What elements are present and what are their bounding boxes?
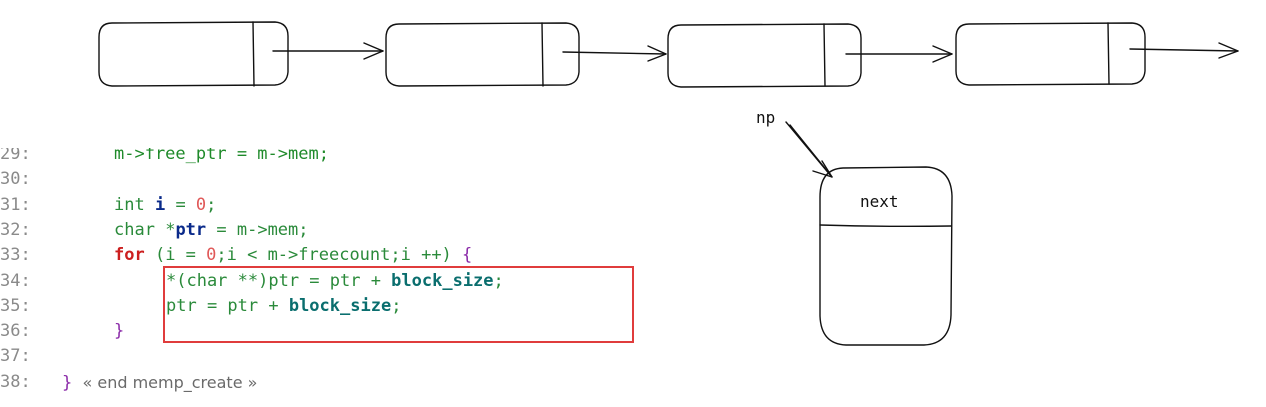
line-source: ptr = ptr + block_size;: [166, 294, 401, 319]
line-number: 29:: [0, 148, 31, 164]
line-source: m->free_ptr = m->mem;: [114, 148, 329, 167]
list-node-1: [98, 21, 289, 87]
code-token: ptr: [175, 219, 207, 240]
code-token: {: [462, 245, 473, 266]
line-source: int i = 0;: [114, 193, 216, 218]
code-token: block_size: [288, 295, 392, 316]
np-label: np: [756, 108, 775, 127]
code-token: 0: [206, 245, 217, 266]
code-listing: 29: m->free_ptr = m->mem; 30: 31: int i = 0;…: [0, 148, 660, 407]
code-token: *: [165, 219, 176, 240]
code-token: }: [114, 321, 125, 342]
next-field-label: next: [860, 192, 899, 211]
code-token: 0: [195, 194, 207, 215]
code-token: }: [62, 372, 83, 393]
list-node-2: [385, 22, 580, 87]
np-pointer-arrow: [785, 121, 833, 178]
free-block: [819, 166, 953, 346]
code-token: block_size: [391, 270, 494, 291]
arrow-4-to-next: [1129, 42, 1239, 59]
code-token: ;: [206, 194, 217, 215]
line-number: 31:: [0, 194, 31, 215]
arrow-3-to-4: [845, 45, 953, 63]
line-source: *(char **)ptr = ptr + block_size;: [166, 269, 504, 294]
line-number: 33:: [0, 245, 31, 266]
code-token: = m->mem;: [206, 219, 309, 240]
line-number: 32:: [0, 219, 31, 240]
line-number: 36:: [0, 321, 31, 342]
code-token: m->free_ptr = m->mem;: [114, 148, 329, 164]
line-number: 30:: [0, 169, 31, 190]
code-token: *(char **)ptr = ptr +: [166, 270, 392, 291]
code-token: « end memp_create »: [82, 372, 258, 392]
line-number: 38:: [0, 371, 31, 392]
line-number: 35:: [0, 295, 31, 316]
line-number: 34:: [0, 270, 31, 291]
code-token: i: [154, 194, 166, 215]
code-token: ;: [391, 295, 402, 316]
code-token: ;: [493, 270, 504, 291]
list-node-3: [667, 23, 862, 88]
line-number: 37:: [0, 346, 31, 367]
list-node-4: [955, 22, 1146, 86]
code-token: (i =: [144, 245, 207, 266]
code-token: for: [114, 245, 145, 266]
code-token: =: [165, 194, 196, 215]
line-source: }: [114, 319, 124, 344]
code-token: ptr = ptr +: [166, 295, 289, 316]
arrow-1-to-2: [272, 42, 384, 60]
code-token: ;i < m->freecount;i ++): [216, 245, 463, 266]
line-source: } « end memp_create »: [62, 370, 257, 396]
code-token: int: [114, 194, 155, 215]
code-token: char: [114, 219, 166, 240]
arrow-2-to-3: [562, 45, 667, 62]
line-source: char *ptr = m->mem;: [114, 218, 309, 243]
line-source: for (i = 0;i < m->freecount;i ++) {: [114, 243, 472, 268]
